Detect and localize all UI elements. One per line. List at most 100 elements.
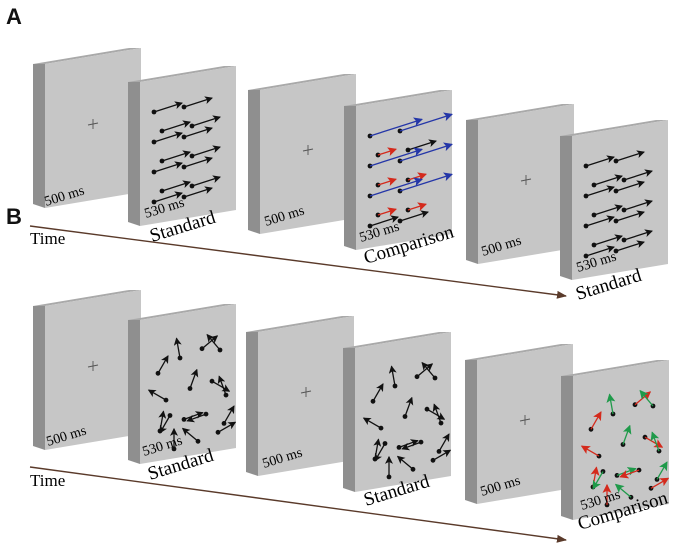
motion-arrow <box>181 427 199 442</box>
motion-arrow <box>217 421 237 433</box>
motion-arrow <box>173 337 182 359</box>
frame-stimulus <box>561 360 670 520</box>
motion-arrow <box>593 234 623 246</box>
frame-side <box>248 90 260 234</box>
motion-arrow <box>161 180 191 192</box>
frame-side <box>33 64 45 208</box>
frame-side <box>33 306 45 450</box>
motion-arrow <box>377 177 397 186</box>
frame-side <box>128 82 140 226</box>
frame-top <box>465 344 573 360</box>
motion-arrow <box>369 117 423 137</box>
motion-arrow <box>614 483 632 498</box>
motion-arrow <box>615 210 645 222</box>
motion-arrow <box>656 461 668 480</box>
motion-arrow <box>191 115 221 127</box>
frame-face <box>140 66 236 226</box>
motion-arrow <box>622 424 632 445</box>
frame-stimulus <box>344 90 453 250</box>
motion-arrow <box>644 436 664 448</box>
motion-arrow <box>585 245 615 257</box>
motion-arrow <box>183 156 213 168</box>
frame-top <box>33 48 141 64</box>
motion-arrow <box>404 396 414 417</box>
motion-arrow <box>399 172 453 192</box>
frame-face <box>356 90 452 250</box>
motion-arrow <box>153 191 183 203</box>
motion-arrow <box>585 155 615 167</box>
time-arrow-a <box>29 225 567 299</box>
frame-side <box>561 376 573 520</box>
frame-side <box>560 136 572 280</box>
motion-arrow <box>153 161 183 173</box>
frame-stimulus <box>128 304 237 464</box>
motion-arrow <box>388 365 397 387</box>
motion-arrow <box>183 96 213 108</box>
motion-arrow <box>223 405 235 424</box>
motion-arrow <box>615 150 645 162</box>
frames-panel-b <box>33 290 670 520</box>
motion-arrow <box>639 389 654 407</box>
time-axis-b: Time <box>29 466 567 543</box>
frame-top <box>560 120 668 136</box>
motion-arrow <box>183 126 213 138</box>
frame-stimulus <box>560 120 668 280</box>
motion-arrow <box>606 393 616 415</box>
time-arrow-b <box>29 466 567 543</box>
motion-arrow <box>211 380 231 392</box>
motion-arrow <box>432 403 442 424</box>
frame-side <box>128 320 140 464</box>
frame-top <box>128 304 236 320</box>
panel-letter-b: B <box>6 204 22 229</box>
frame-top <box>248 74 356 90</box>
motion-arrow <box>590 411 602 430</box>
motion-arrow <box>623 169 653 181</box>
motion-arrow <box>650 431 660 452</box>
frame-side <box>343 348 355 492</box>
motion-arrow <box>580 445 600 457</box>
motion-arrow <box>189 368 199 389</box>
motion-arrow <box>217 375 227 396</box>
frame-stimulus <box>128 66 236 226</box>
motion-arrow <box>421 361 436 379</box>
motion-arrow <box>623 199 653 211</box>
frame-top <box>466 104 574 120</box>
time-axis-a: Time <box>29 225 567 299</box>
motion-arrow <box>650 477 670 489</box>
frame-face <box>572 120 668 280</box>
motion-arrow <box>183 186 213 198</box>
frame-top <box>128 66 236 82</box>
time-label-b: Time <box>30 471 65 490</box>
frame-top <box>33 290 141 306</box>
motion-arrow <box>407 172 427 181</box>
motion-arrow <box>191 145 221 157</box>
motion-arrow <box>396 455 414 470</box>
frame-top <box>561 360 669 376</box>
motion-arrow <box>206 333 221 351</box>
motion-arrow <box>369 177 423 197</box>
frame-fixation <box>246 316 354 476</box>
motion-arrow <box>157 355 169 374</box>
motion-arrow <box>369 147 423 167</box>
motion-arrow <box>374 443 386 462</box>
motion-arrow <box>399 210 429 222</box>
motion-arrow <box>153 101 183 113</box>
motion-arrow <box>615 240 645 252</box>
frame-top <box>344 90 452 106</box>
frame-fixation <box>465 344 573 504</box>
motion-arrow <box>407 202 427 211</box>
motion-arrow <box>186 413 207 423</box>
motion-arrow <box>362 417 382 429</box>
motion-arrow <box>399 112 453 132</box>
motion-arrow <box>147 389 167 401</box>
frame-top <box>343 332 451 348</box>
motion-arrow <box>372 383 384 402</box>
frame-stimulus <box>343 332 452 492</box>
frame-face <box>140 304 236 464</box>
motion-arrow <box>191 175 221 187</box>
motion-arrow <box>585 185 615 197</box>
motion-arrow <box>623 229 653 241</box>
frame-fixation <box>248 74 356 234</box>
motion-arrow <box>585 215 615 227</box>
motion-arrow <box>593 204 623 216</box>
